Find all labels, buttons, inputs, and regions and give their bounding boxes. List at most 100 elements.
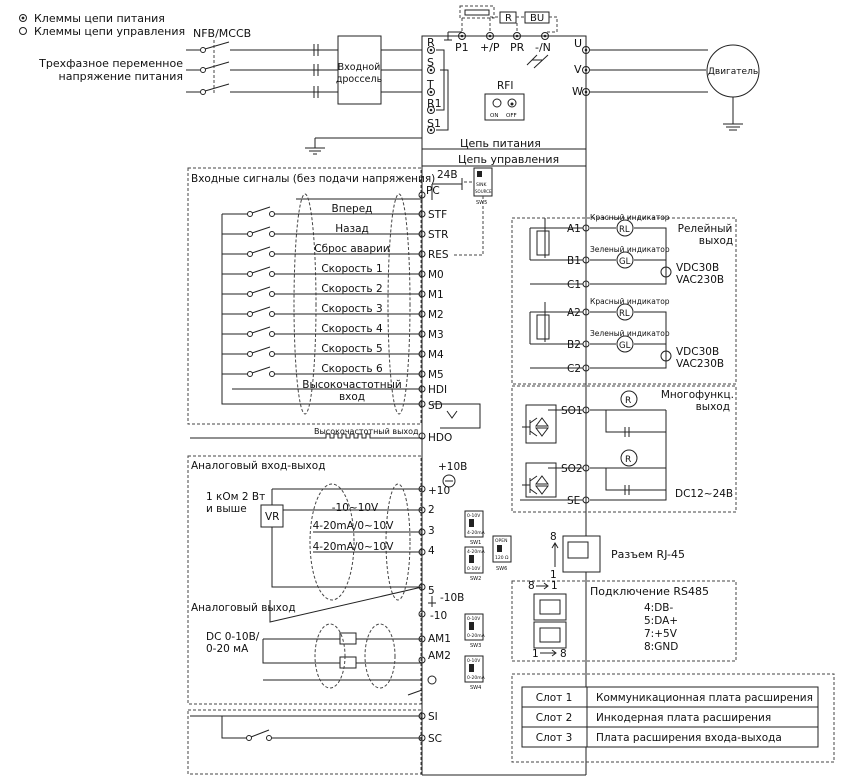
reactor-label-1: Входной [338, 62, 381, 73]
terminal-5: 5 [428, 585, 435, 597]
relay-terminal: A1 [567, 223, 581, 235]
terminal-sc: SC [428, 733, 442, 745]
power-circuit: R S T R1 S1 P1 +/P PR -/N R BU [421, 5, 708, 150]
analog-input-title: Аналоговый вход-выход [191, 460, 325, 472]
di-terminal: RES [428, 249, 449, 261]
analog-dip-switches: 0-10V4-20mASW14-20mA0-10VSW20-10V0-20mAS… [464, 510, 486, 691]
sw6-id: SW6 [496, 566, 507, 572]
rs485-pin-da: 5:DA+ [644, 615, 678, 627]
di-label: Назад [335, 223, 369, 235]
di-label: Скорость 4 [321, 323, 383, 335]
v24-label: 24В [437, 169, 458, 181]
rfi-on: ON [490, 113, 498, 119]
terminal-am1: AM1 [428, 633, 451, 645]
di-label: Скорость 6 [321, 363, 383, 375]
di-terminal: M5 [428, 369, 444, 381]
digital-inputs: Входные сигналы (без подачи напряжения) … [187, 167, 493, 425]
range-ma-1: 4-20mA/0~10V [313, 520, 395, 532]
relay-vdc: VDC30B [676, 262, 719, 274]
mfo-title-2: выход [696, 401, 730, 413]
legend-power-text: Клеммы цепи питания [34, 12, 165, 25]
slot-description: Инкодерная плата расширения [596, 712, 771, 724]
rs485-pin-db: 4:DB- [644, 602, 674, 614]
sw5-id: SW5 [476, 200, 487, 206]
power-circuit-label: Цепь питания [460, 137, 541, 150]
supply-label-2: напряжение питания [59, 70, 183, 83]
relay-outputs: Релейный выход [511, 217, 737, 385]
rs485-pin-5v: 7:+5V [644, 628, 678, 640]
relay-terminal: C2 [567, 363, 581, 375]
rs485-top-to: 1 [551, 580, 558, 592]
di-terminal: M0 [428, 269, 444, 281]
minus10-terminal: -10 [430, 610, 447, 622]
brake-resistor-label: R [505, 13, 512, 24]
di-terminal: STR [428, 229, 448, 241]
dip-switch-bottom: 4-20mA [467, 530, 486, 536]
dip-switch-id: SW2 [470, 576, 481, 582]
terminal-si: SI [428, 711, 438, 723]
range-v: -10~10V [332, 502, 379, 514]
multifunction-outputs: Многофункц. выход SO1 SO2 SE R R DC12~24… [511, 385, 737, 513]
terminal-se: SE [567, 495, 580, 507]
dip-switch-top: 0-10V [467, 513, 481, 519]
slots-table [511, 673, 835, 763]
relay-terminal: B1 [567, 255, 581, 267]
safety-inputs: SI SC [187, 709, 442, 775]
dc-range-2: 0-20 мА [206, 643, 249, 655]
rs485-bottom-to: 8 [560, 648, 567, 660]
sw6-switch: OPEN 120 Ω SW6 [492, 535, 512, 572]
p10-label: +10В [438, 461, 467, 473]
gl-indicator: GL [619, 341, 631, 351]
mfo-title-1: Многофункц. [661, 389, 734, 401]
n10-label: -10В [440, 592, 464, 604]
dip-switch-id: SW1 [470, 540, 481, 546]
plus10-terminal: +10 [428, 485, 450, 497]
pc-terminal: PC [426, 185, 440, 197]
rj45-connector: 8 1 Разъем RJ-45 [550, 531, 685, 581]
sd-terminal: SD [428, 400, 443, 412]
terminal-am2: AM2 [428, 650, 451, 662]
rs485-top-from: 8 [528, 580, 535, 592]
mfo-relay-2: R [625, 455, 631, 465]
am1-meter [339, 632, 357, 645]
rj45-label: Разъем RJ-45 [611, 548, 685, 561]
slot-name: Слот 2 [536, 712, 573, 724]
analog-io: Аналоговый вход-выход +10В +10 1 кОм 2 В… [187, 455, 467, 705]
rl-indicator: RL [619, 225, 630, 235]
mfo-relay-1: R [625, 396, 631, 406]
digital-inputs-title: Входные сигналы (без подачи напряжения) [191, 173, 435, 185]
terminal-4: 4 [428, 545, 435, 557]
di-label: Скорость 3 [321, 303, 382, 315]
terminal-v: V [574, 63, 582, 76]
mfo-supply: DC12~24B [675, 488, 733, 500]
di-label: Сброс аварии [314, 243, 389, 255]
resistor-label-1: 1 кОм 2 Вт [206, 491, 265, 503]
power-input: NFB/MCCB Трехфазное переменное напряжени… [38, 27, 422, 155]
breaker-switch [200, 40, 230, 95]
rs485-pin-gnd: 8:GND [644, 641, 678, 653]
resistor-label-2: и выше [206, 503, 247, 515]
rs485-bottom-from: 1 [532, 648, 539, 660]
dip-switch-id: SW4 [470, 685, 481, 691]
sw5-source: SOURCE [475, 189, 492, 194]
terminal-so2: SO2 [561, 463, 583, 475]
slot-name: Слот 3 [536, 732, 573, 744]
dc-bus-terminals: P1 +/P PR -/N R BU [444, 5, 558, 69]
legend-control-text: Клеммы цепи управления [34, 25, 185, 38]
slot-description: Плата расширения входа-выхода [596, 732, 782, 744]
hdo-terminal: HDO [428, 432, 452, 444]
hdi-label-2: вход [339, 391, 365, 403]
sw6-top: OPEN [495, 538, 507, 544]
relay-terminal: A2 [567, 307, 581, 319]
terminal-t: T [426, 78, 434, 91]
terminal-r1: R1 [427, 97, 442, 110]
green-indicator-label: Зеленый индикатор [590, 329, 670, 338]
di-label: Вперед [332, 203, 373, 215]
rfi-off: OFF [506, 113, 517, 119]
gl-indicator: GL [619, 257, 631, 267]
input-reactor [337, 35, 382, 105]
di-terminal: M2 [428, 309, 444, 321]
relay-vac: VAC230B [676, 358, 724, 370]
